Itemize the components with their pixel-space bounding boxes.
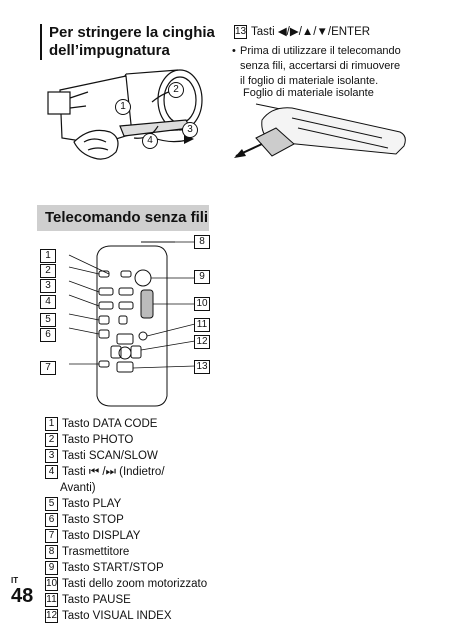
note: • Prima di utilizzare il telecomando senz… xyxy=(232,44,412,89)
section-title: Per stringere la cinghia dell’impugnatur… xyxy=(40,24,234,60)
remote-callout-1: 1 xyxy=(40,249,56,263)
page-language: IT xyxy=(11,576,19,585)
right-heading-num: 13 xyxy=(234,24,247,39)
remote-callout-3: 3 xyxy=(40,279,56,293)
remote-callout-12: 12 xyxy=(194,335,210,349)
remote-callout-4: 4 xyxy=(40,295,56,309)
bullet-icon: • xyxy=(232,45,236,57)
note-line-3: il foglio di materiale isolante. xyxy=(240,75,379,87)
remote-control-illustration xyxy=(68,241,195,407)
foil-label: Foglio di materiale isolante xyxy=(243,87,374,99)
remote-callout-9: 9 xyxy=(194,270,210,284)
camera-callout-1: 1 xyxy=(115,99,131,115)
note-line-2: senza fili, accertarsi di rimuovere xyxy=(240,60,401,72)
section-title-line-1: Per stringere la cinghia xyxy=(49,24,215,41)
remote-callout-8: 8 xyxy=(194,235,210,249)
camcorder-illustration xyxy=(47,69,203,160)
remote-callout-10: 10 xyxy=(194,297,210,311)
page-number: 48 xyxy=(11,585,34,607)
right-heading-text: Tasti ◀/▶/▲/▼/ENTER xyxy=(251,26,371,38)
list-item-continuation: Avanti) xyxy=(60,482,96,494)
note-line-1: Prima di utilizzare il telecomando xyxy=(240,45,401,57)
remote-callout-11: 11 xyxy=(194,318,210,332)
camera-callout-4: 4 xyxy=(142,133,158,149)
foil-removal-illustration xyxy=(234,103,406,158)
remote-callout-2: 2 xyxy=(40,264,56,278)
camera-callout-3: 3 xyxy=(182,122,198,138)
camera-callout-2: 2 xyxy=(168,82,184,98)
remote-callout-6: 6 xyxy=(40,328,56,342)
banner-title: Telecomando senza fili xyxy=(37,205,209,231)
remote-callout-5: 5 xyxy=(40,313,56,327)
section-title-line-2: dell’impugnatura xyxy=(49,42,170,59)
remote-callout-13: 13 xyxy=(194,360,210,374)
remote-callout-7: 7 xyxy=(40,361,56,375)
right-heading: 13 Tasti ◀/▶/▲/▼/ENTER xyxy=(234,24,370,40)
